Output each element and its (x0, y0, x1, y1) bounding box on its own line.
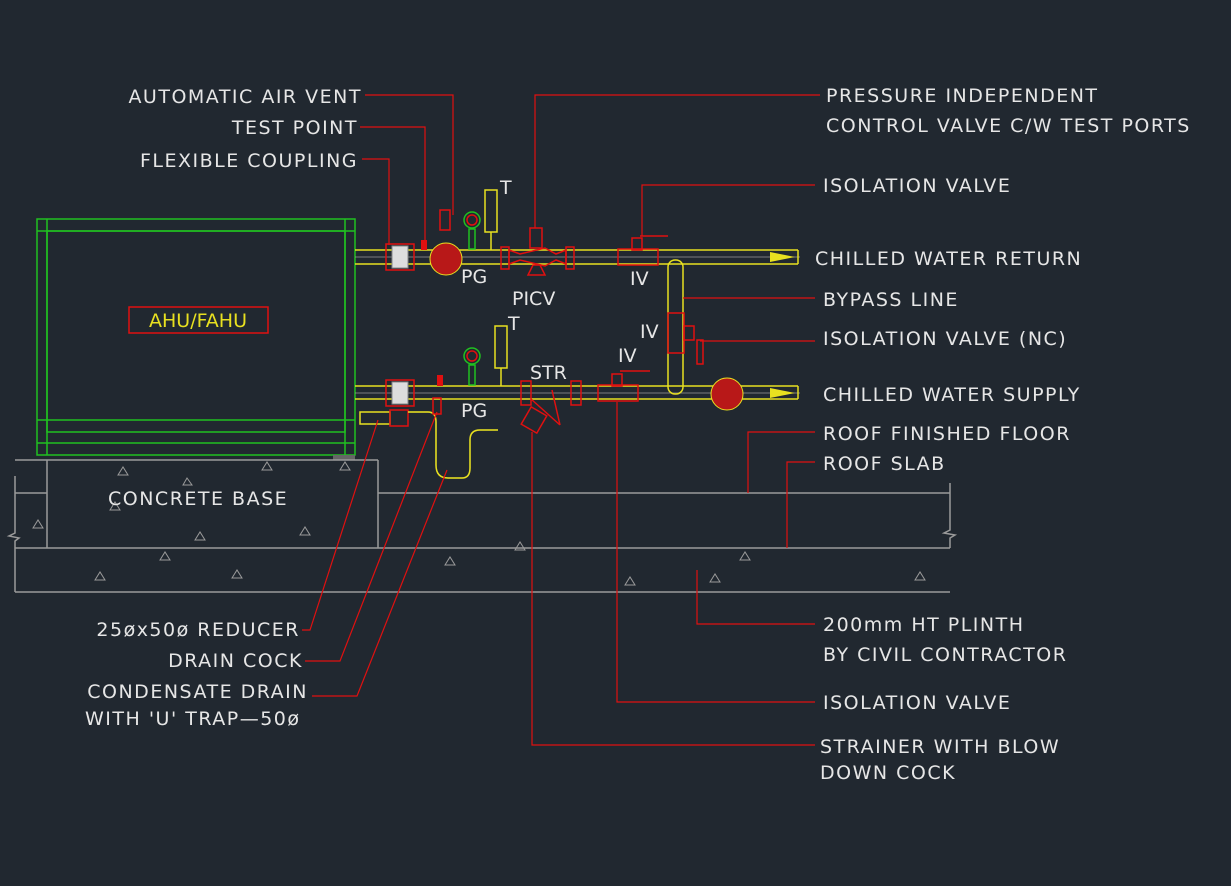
tag-pg-return: PG (461, 266, 487, 288)
callout-chilled-water-return: CHILLED WATER RETURN (815, 248, 1082, 270)
callout-plinth-line1: 200mm HT PLINTH (823, 614, 1025, 636)
tag-pg-supply: PG (461, 400, 487, 422)
callout-isolation-valve-nc: ISOLATION VALVE (NC) (823, 328, 1067, 350)
callout-bypass-line: BYPASS LINE (823, 289, 959, 311)
concrete-base-label: CONCRETE BASE (108, 488, 288, 510)
callout-plinth-line2: BY CIVIL CONTRACTOR (823, 644, 1067, 666)
ahu-unit: AHU/FAHU (36, 218, 356, 460)
leader-lines (302, 94, 820, 746)
chilled-water-return-pipe (355, 189, 800, 276)
callout-picv-line2: CONTROL VALVE C/W TEST PORTS (826, 115, 1191, 137)
chilled-water-supply-pipe (355, 325, 800, 435)
callout-flexible-coupling: FLEXIBLE COUPLING (140, 150, 358, 172)
callout-reducer: 25øx50ø REDUCER (96, 619, 300, 641)
callout-strainer-line1: STRAINER WITH BLOW (820, 736, 1060, 758)
tag-iv-bypass: IV (640, 321, 659, 343)
concrete-base (6, 459, 958, 593)
callout-test-point: TEST POINT (231, 117, 358, 139)
callout-picv-line1: PRESSURE INDEPENDENT (826, 85, 1099, 107)
callout-condensate-line2: WITH 'U' TRAP—50ø (85, 708, 301, 730)
tag-picv: PICV (512, 288, 555, 310)
callout-isolation-valve-bottom: ISOLATION VALVE (823, 692, 1011, 714)
callout-roof-slab: ROOF SLAB (823, 453, 946, 475)
ahu-label: AHU/FAHU (149, 310, 247, 332)
ahu-label-box (128, 306, 269, 334)
bypass-line (667, 259, 704, 395)
tag-iv-supply: IV (618, 345, 637, 367)
callout-drain-cock: DRAIN COCK (168, 650, 303, 672)
callout-chilled-water-supply: CHILLED WATER SUPPLY (823, 384, 1081, 406)
callout-roof-finished-floor: ROOF FINISHED FLOOR (823, 423, 1071, 445)
callout-condensate-line1: CONDENSATE DRAIN (87, 681, 308, 703)
tag-t-return: T (499, 177, 512, 199)
callout-isolation-valve-top: ISOLATION VALVE (823, 175, 1011, 197)
callout-strainer-line2: DOWN COCK (820, 762, 956, 784)
tag-iv-return: IV (630, 268, 649, 290)
tag-t-supply: T (507, 313, 520, 335)
tag-str: STR (530, 362, 567, 384)
callout-automatic-air-vent: AUTOMATIC AIR VENT (128, 86, 362, 108)
